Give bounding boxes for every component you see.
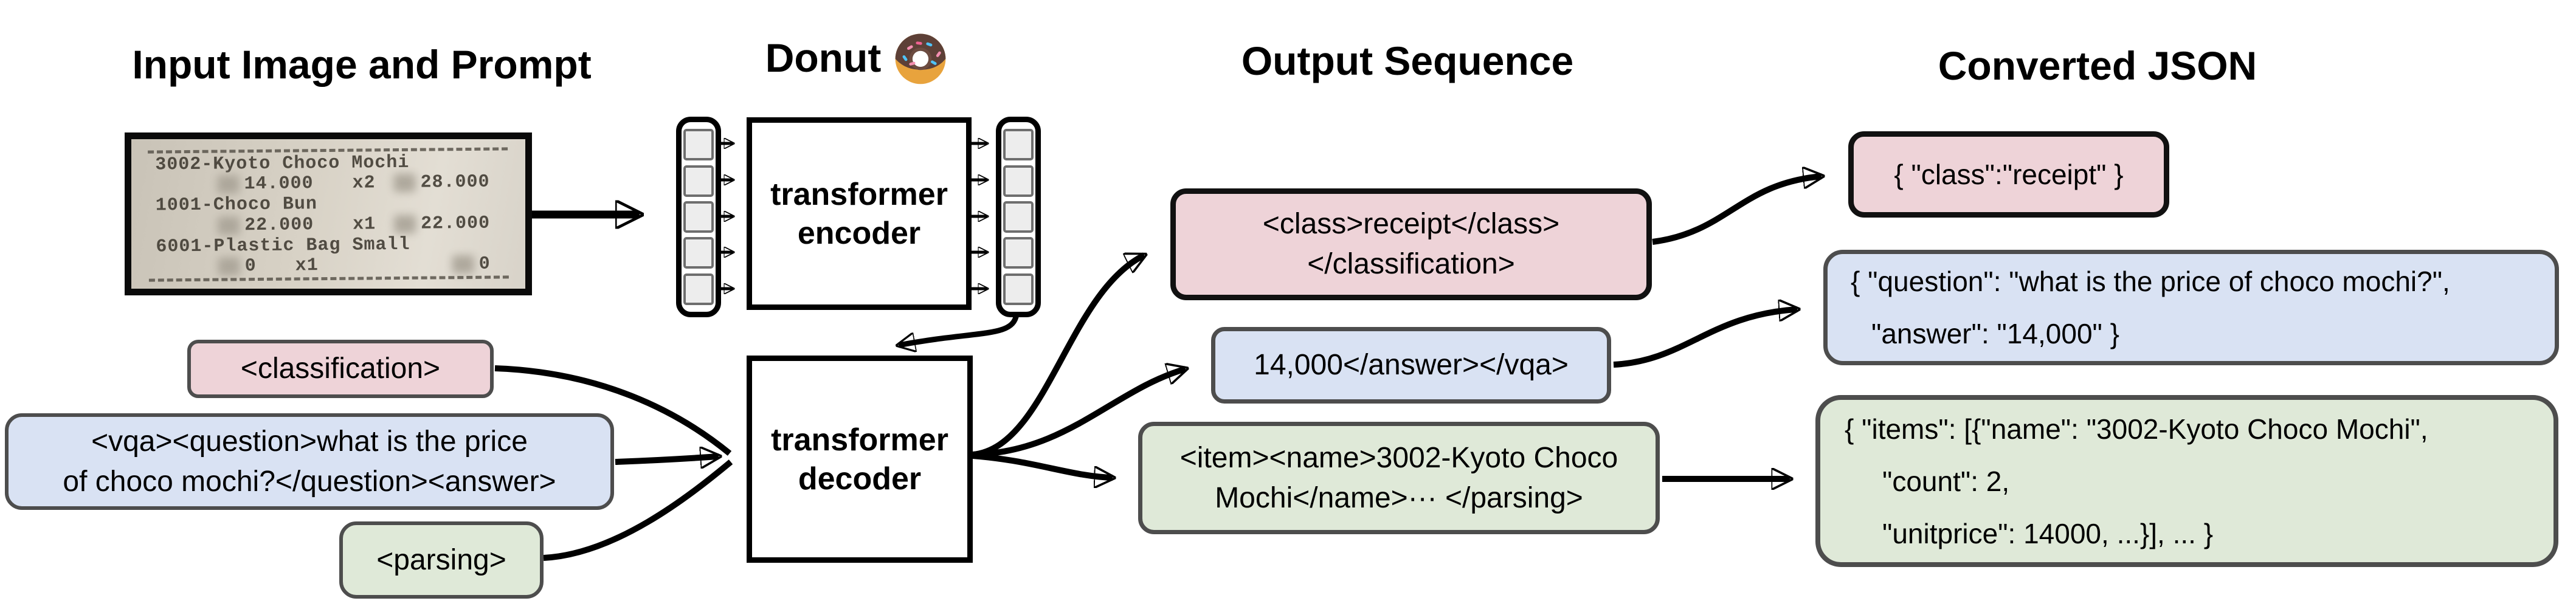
- receipt-item-total: 0: [478, 253, 491, 275]
- patch-square: [1003, 237, 1034, 269]
- json-parsing-line3: "unitprice": 14000, ...}], ... }: [1882, 517, 2214, 549]
- patch-square: [683, 201, 714, 233]
- patch-square: [1003, 129, 1034, 161]
- patch-square: [1003, 273, 1034, 305]
- patch-square: [683, 129, 714, 161]
- receipt-item-amounts: 22.000 x1 22.000: [131, 213, 525, 236]
- arrow-prompt-vqa: [615, 456, 719, 462]
- column-title-output: Output Sequence: [1241, 38, 1574, 83]
- prompt-vqa-box: <vqa><question>what is the price of choc…: [5, 413, 614, 510]
- redaction-patch: [218, 257, 240, 276]
- receipt-item-amounts: 0 x1 0: [132, 253, 525, 277]
- arrow-output-to-json-classification: [1652, 176, 1822, 245]
- arrows-encoder-to-patches: [972, 143, 987, 289]
- output-parsing-box: <item><name>3002-Kyoto Choco Mochi</name…: [1138, 422, 1660, 534]
- output-parsing-line2: Mochi</name>··· </parsing>: [1215, 481, 1583, 514]
- decoder-label-line1: transformer: [771, 422, 948, 458]
- arrow-prompt-classification: [494, 365, 732, 456]
- json-parsing-line1: { "items": [{"name": "3002-Kyoto Choco M…: [1845, 413, 2428, 445]
- json-vqa-box: { "question": "what is the price of choc…: [1823, 250, 2559, 365]
- redaction-patch: [393, 174, 416, 193]
- arrow-prompt-parsing: [543, 459, 733, 561]
- json-parsing-box: { "items": [{"name": "3002-Kyoto Choco M…: [1815, 395, 2558, 567]
- donut-icon: [895, 33, 946, 84]
- decoder-label-line2: decoder: [798, 461, 922, 497]
- encoder-label-line2: encoder: [797, 215, 921, 251]
- patch-square: [683, 165, 714, 197]
- receipt-item-qty: x1: [295, 255, 319, 277]
- receipt-item-amounts: 14.000 x2 28.000: [131, 172, 525, 195]
- arrow-decoder-to-parsing-output: [972, 453, 1113, 478]
- prompt-parsing-box: <parsing>: [339, 521, 544, 599]
- redaction-patch: [218, 216, 240, 235]
- redaction-patch: [393, 215, 416, 233]
- column-title-model: Donut: [714, 29, 1000, 86]
- prompt-vqa-line1: <vqa><question>what is the price: [91, 425, 528, 458]
- model-title-text: Donut: [765, 35, 882, 80]
- prompt-classification-text: <classification>: [240, 352, 441, 385]
- column-title-input: Input Image and Prompt: [132, 42, 592, 87]
- encoder-box: transformer encoder: [747, 117, 972, 310]
- prompt-parsing-text: <parsing>: [376, 543, 506, 576]
- output-parsing-line1: <item><name>3002-Kyoto Choco: [1179, 441, 1618, 474]
- json-vqa-line1: { "question": "what is the price of choc…: [1851, 266, 2450, 297]
- json-parsing-line2: "count": 2,: [1882, 465, 2010, 497]
- receipt-item-name: 1001-Choco Bun: [155, 194, 318, 216]
- patch-strip-input: [676, 117, 721, 317]
- arrow-decoder-to-vqa-output: [972, 369, 1186, 458]
- receipt-item-total: 22.000: [420, 213, 491, 235]
- json-classification-box: { "class":"receipt" }: [1848, 131, 2169, 218]
- receipt-item-price: 0: [244, 256, 257, 277]
- json-vqa-line2: "answer": "14,000" }: [1871, 318, 2120, 349]
- redaction-patch: [452, 255, 474, 274]
- receipt-item-name: 6001-Plastic Bag Small: [156, 234, 410, 257]
- receipt-item-total: 28.000: [420, 172, 490, 194]
- encoder-label-line1: transformer: [770, 176, 948, 212]
- patch-square: [1003, 201, 1034, 233]
- output-vqa-text: 14,000</answer></vqa>: [1254, 349, 1569, 381]
- prompt-classification-box: <classification>: [187, 340, 494, 398]
- patch-square: [683, 237, 714, 269]
- patch-strip-encoded: [996, 117, 1041, 317]
- decoder-box: transformer decoder: [747, 356, 973, 563]
- receipt-item-qty: x1: [353, 214, 376, 235]
- receipt-item-price: 22.000: [244, 215, 314, 236]
- receipt-item-name: 3002-Kyoto Choco Mochi: [155, 152, 410, 176]
- prompt-vqa-line2: of choco mochi?</question><answer>: [63, 465, 556, 498]
- receipt-item-qty: x2: [352, 173, 376, 194]
- arrow-output-to-json-vqa: [1613, 309, 1797, 368]
- output-vqa-box: 14,000</answer></vqa>: [1211, 327, 1611, 404]
- output-classification-box: <class>receipt</class> </classification>: [1170, 188, 1652, 300]
- receipt-item-price: 14.000: [244, 173, 314, 195]
- receipt-divider-bottom: [148, 275, 509, 282]
- output-classification-line2: </classification>: [1307, 248, 1515, 280]
- arrow-decoder-to-classification-output: [972, 252, 1144, 458]
- patch-square: [1003, 165, 1034, 197]
- output-classification-line1: <class>receipt</class>: [1262, 208, 1560, 240]
- json-classification-text: { "class":"receipt" }: [1894, 159, 2124, 190]
- column-title-json: Converted JSON: [1938, 43, 2257, 88]
- arrow-encoded-to-decoder: [899, 314, 1020, 345]
- redaction-patch: [217, 175, 240, 194]
- receipt-image: 3002-Kyoto Choco Mochi 14.000 x2 28.000 …: [125, 132, 532, 295]
- patch-square: [683, 273, 714, 305]
